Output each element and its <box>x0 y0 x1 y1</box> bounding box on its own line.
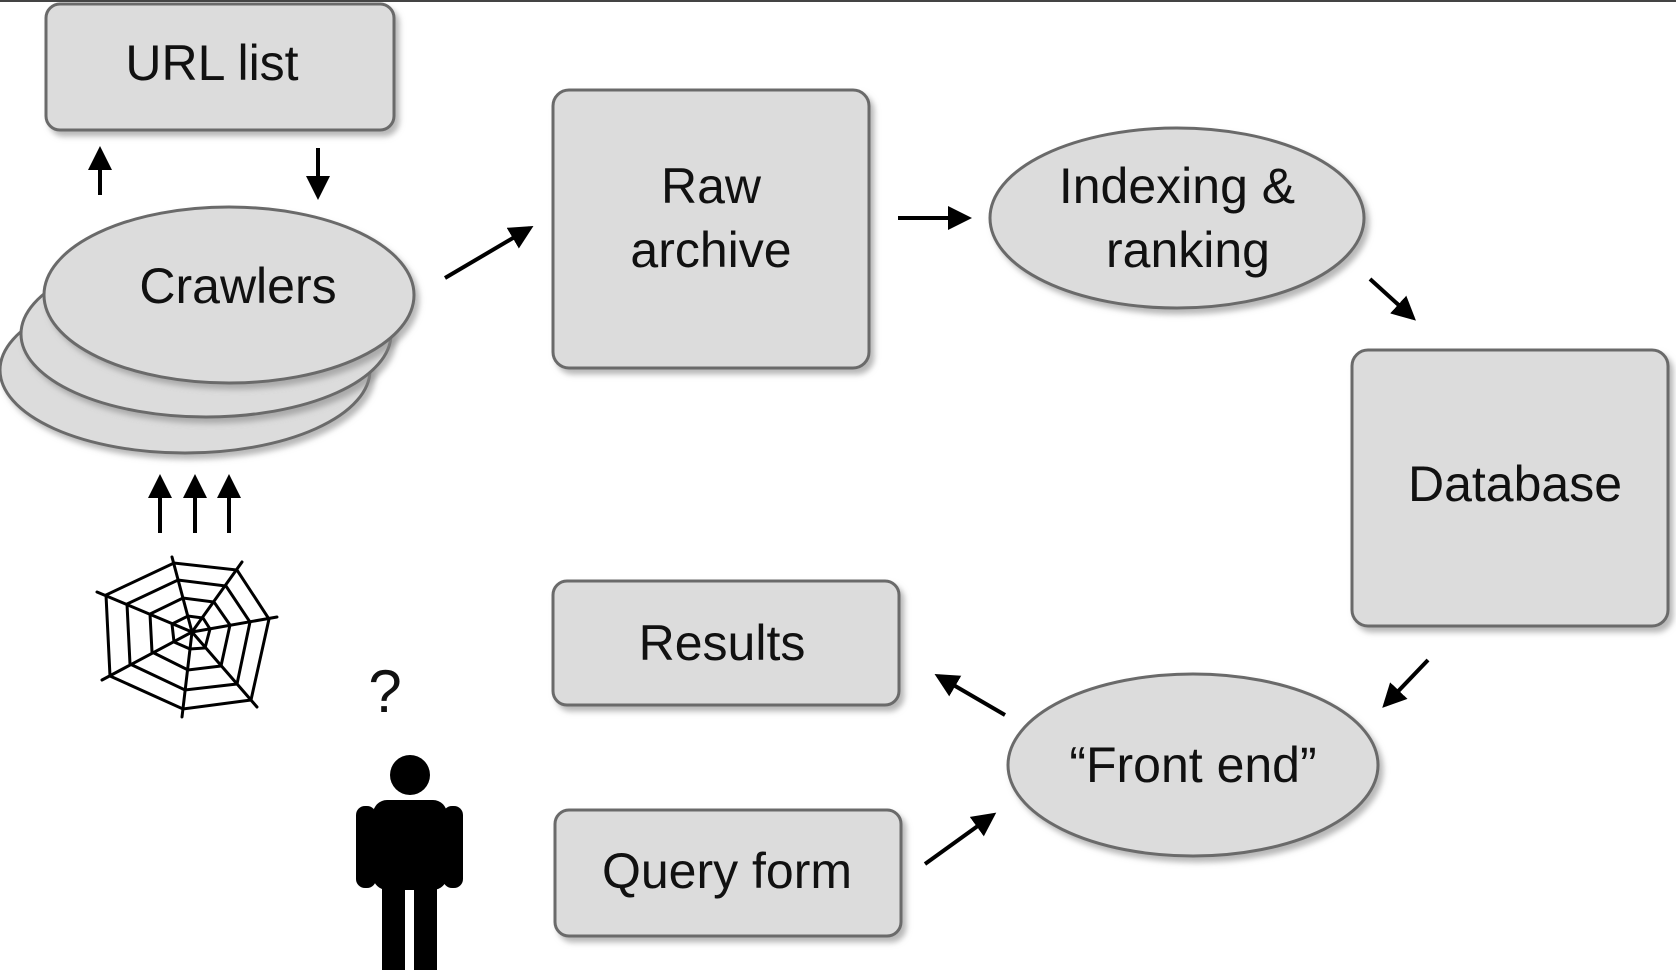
database-label: Database <box>1408 456 1622 512</box>
front-end-label: “Front end” <box>1069 737 1316 793</box>
arrow-icon <box>1368 277 1416 321</box>
indexing-ranking-label-line2: ranking <box>1106 222 1270 278</box>
person-icon <box>356 755 463 970</box>
front-end-node: “Front end” <box>1006 672 1380 858</box>
query-form-label: Query form <box>602 843 852 899</box>
arrow-icon <box>1382 658 1430 708</box>
crawlers-node: Crawlers <box>0 205 416 455</box>
database-node: Database <box>1350 348 1670 628</box>
url-list-label: URL list <box>125 35 298 91</box>
raw-archive-node: Raw archive <box>551 88 871 370</box>
arrow-icon <box>443 225 534 280</box>
indexing-ranking-node: Indexing & ranking <box>988 126 1366 310</box>
crawler-layer-1 <box>42 205 416 385</box>
spider-web-icon <box>95 555 279 719</box>
query-form-node: Query form <box>553 808 903 938</box>
crawlers-label: Crawlers <box>139 258 336 314</box>
results-label: Results <box>639 615 806 671</box>
url-list-node: URL list <box>44 2 396 132</box>
results-node: Results <box>551 579 901 707</box>
raw-archive-label-line2: archive <box>630 222 791 278</box>
indexing-ranking-label-line1: Indexing & <box>1059 158 1295 214</box>
raw-archive-label-line1: Raw <box>661 158 762 214</box>
arrow-icon <box>923 812 997 866</box>
arrow-icon <box>934 673 1007 717</box>
question-mark: ? <box>368 658 401 725</box>
